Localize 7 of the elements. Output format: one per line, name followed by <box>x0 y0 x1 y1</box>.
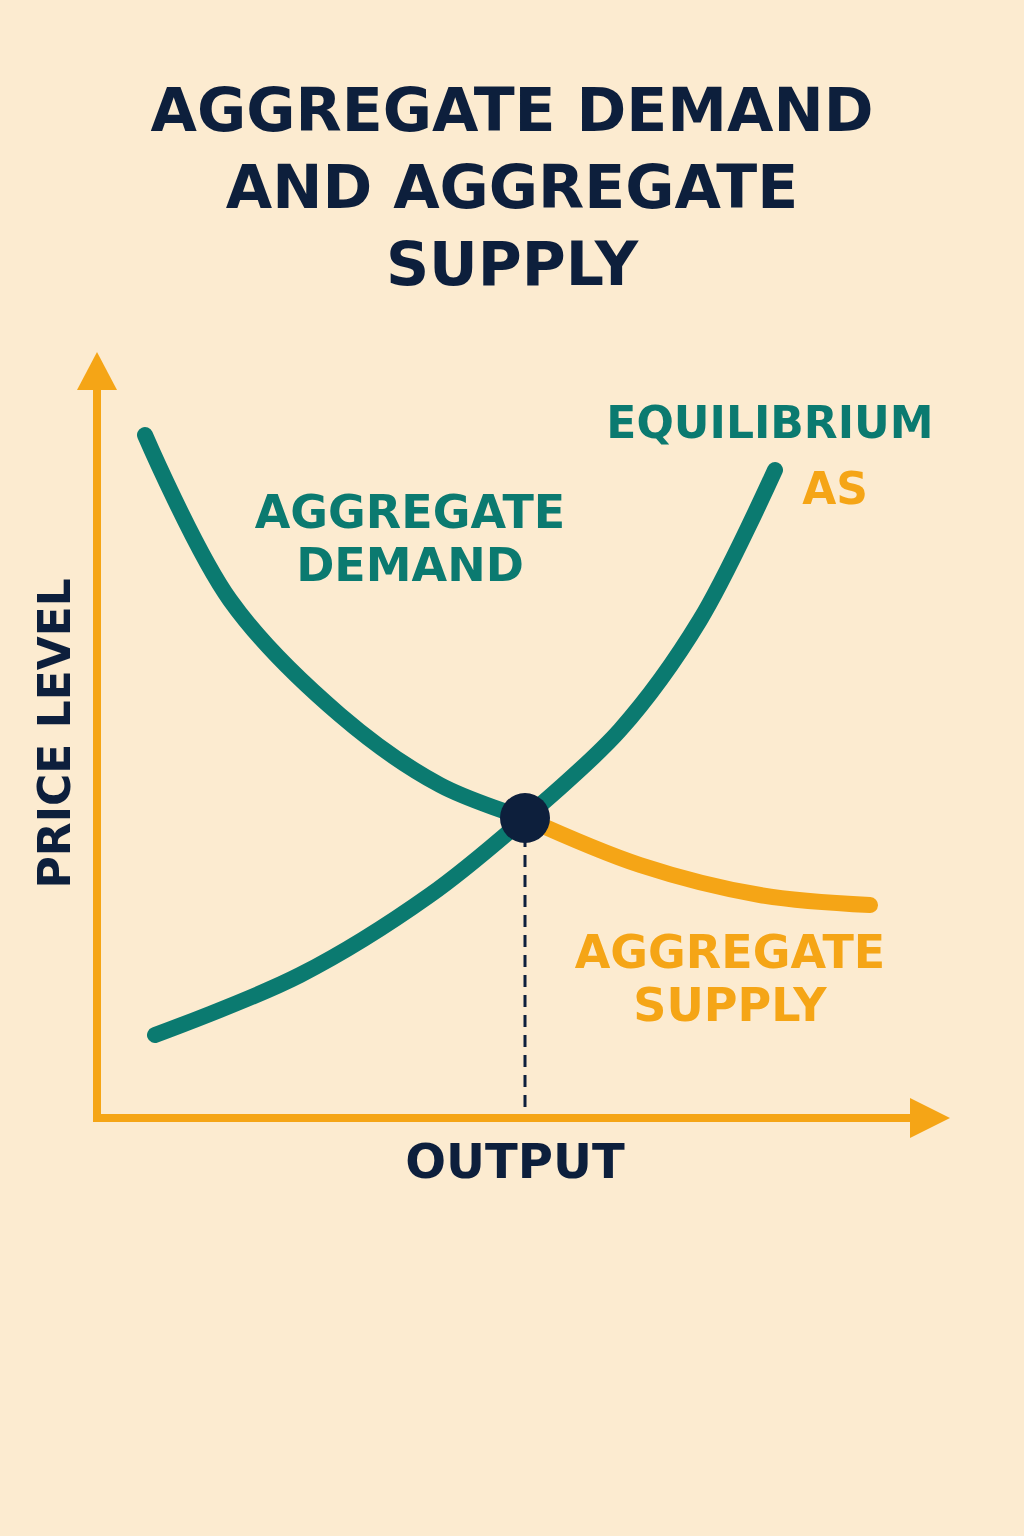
y-axis-title: PRICE LEVEL <box>29 577 81 891</box>
as-label: AS <box>801 464 869 515</box>
x-axis-title: OUTPUT <box>404 1134 626 1190</box>
demand-label: AGGREGATE DEMAND <box>253 486 567 592</box>
title: AGGREGATE DEMAND AND AGGREGATE SUPPLY <box>149 74 875 301</box>
equilibrium-label: EQUILIBRIUM <box>605 398 935 449</box>
supply-label: AGGREGATE SUPPLY <box>573 926 887 1032</box>
